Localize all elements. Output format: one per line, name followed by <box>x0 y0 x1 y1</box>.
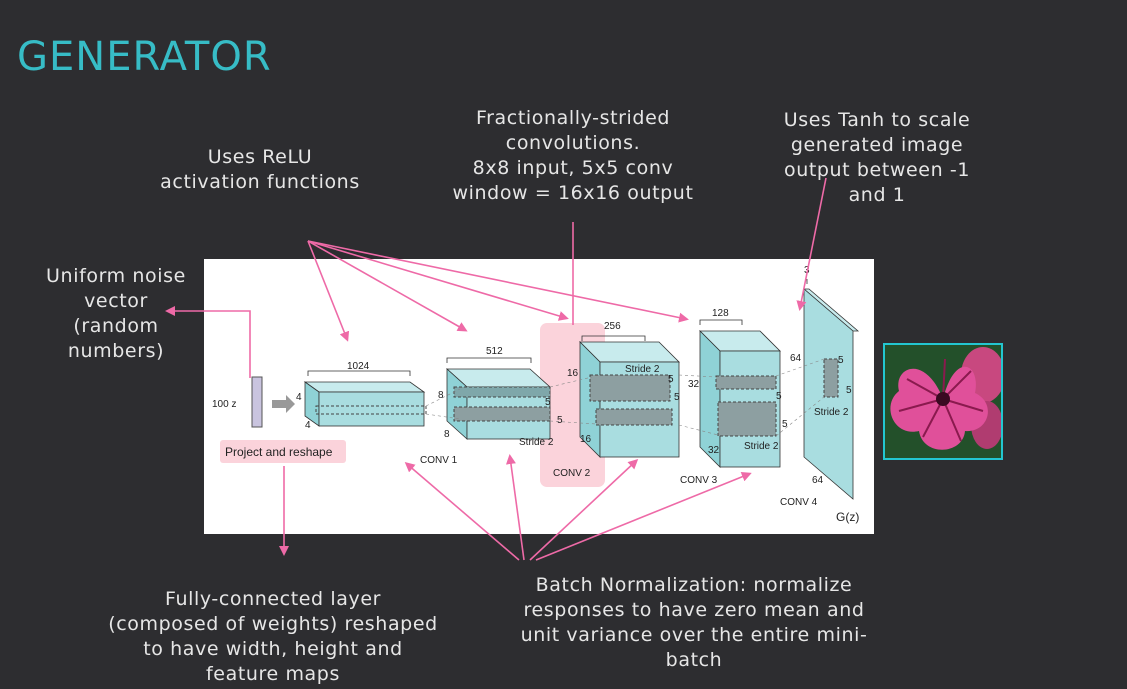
output-stride: Stride 2 <box>814 407 849 418</box>
conv3-w: 16 <box>580 434 592 445</box>
output-kernel-a: 5 <box>838 355 844 366</box>
batchnorm-note: Batch Normalization: normalize responses… <box>520 574 868 671</box>
relu-note: Uses ReLU activation functions <box>160 146 360 193</box>
conv3-kernel-b: 5 <box>674 392 680 403</box>
conv4-kernel-a: 5 <box>776 391 782 402</box>
conv4-kernel-b: 5 <box>782 419 788 430</box>
z-vector <box>251 376 263 428</box>
conv1-h: 4 <box>296 392 302 403</box>
fully-connected-note: Fully-connected layer (composed of weigh… <box>108 588 438 685</box>
output-kernel-b: 5 <box>846 385 852 396</box>
conv3-channels: 256 <box>604 321 621 332</box>
conv1-channels: 1024 <box>347 361 370 372</box>
project-label-box <box>220 440 346 463</box>
fractional-conv-note: Fractionally-strided convolutions. 8x8 i… <box>452 107 694 204</box>
project-arrow-icon <box>272 395 295 413</box>
pink-petunia-flower-image <box>885 345 1001 458</box>
tanh-note: Uses Tanh to scale generated image outpu… <box>783 109 971 206</box>
conv2-name: CONV 2 <box>553 468 591 479</box>
conv2-channels: 512 <box>486 346 503 357</box>
conv1-volume <box>303 381 427 427</box>
architecture-svg: 100 z Project and reshape 1024 4 4 CONV … <box>212 265 859 524</box>
conv4-name: CONV 4 <box>780 497 818 508</box>
conv4-w: 32 <box>708 445 720 456</box>
noise-note: Uniform noise vector (random numbers) <box>46 265 186 362</box>
conv2-kernel-a: 5 <box>545 397 551 408</box>
conv4-channels: 128 <box>712 308 729 319</box>
conv4-volume <box>699 330 781 468</box>
conv4-h: 32 <box>688 379 700 390</box>
conv2-kernel-b: 5 <box>557 415 563 426</box>
conv3-h: 16 <box>567 368 579 379</box>
conv3-volume <box>579 341 680 458</box>
conv2-volume <box>445 368 552 440</box>
output-w: 64 <box>812 475 824 486</box>
output-flower-image <box>883 343 1003 460</box>
conv2-w: 8 <box>444 429 450 440</box>
conv2-stride: Stride 2 <box>519 437 554 448</box>
conv1-name: CONV 1 <box>420 455 458 466</box>
conv2-h: 8 <box>438 390 444 401</box>
conv3-name: CONV 3 <box>680 475 718 486</box>
output-h: 64 <box>790 353 802 364</box>
z-label: 100 z <box>212 399 236 410</box>
conv4-stride: Stride 2 <box>744 441 779 452</box>
project-label: Project and reshape <box>225 445 333 459</box>
slide-title: GENERATOR <box>17 34 272 80</box>
output-channels: 3 <box>804 265 810 276</box>
conv1-w: 4 <box>305 420 311 431</box>
conv3-kernel-a: 5 <box>668 374 674 385</box>
projection-lines <box>425 358 825 437</box>
gz-label: G(z) <box>836 510 859 524</box>
conv3-stride: Stride 2 <box>625 364 660 375</box>
dcgan-architecture-diagram: 100 z Project and reshape 1024 4 4 CONV … <box>204 259 874 534</box>
